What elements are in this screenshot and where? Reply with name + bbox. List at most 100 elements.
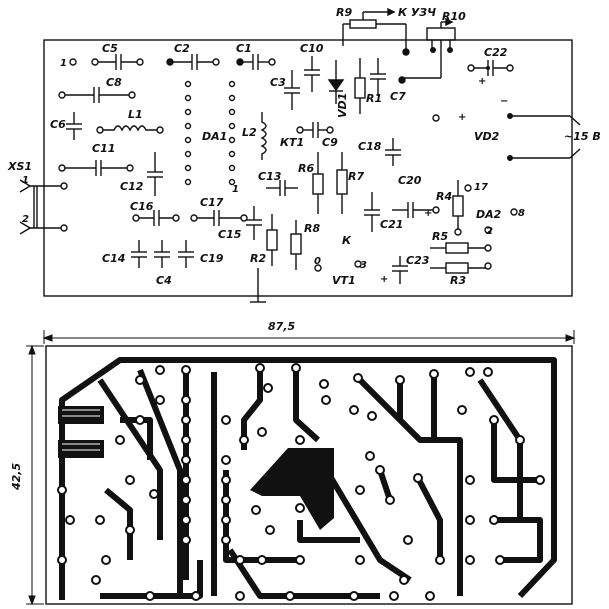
label-c4: C4	[156, 274, 172, 287]
pin-label-xs2: 2	[22, 214, 29, 225]
label-supply: ~15 В	[564, 130, 601, 143]
label-c12: C12	[120, 180, 144, 193]
pin-label-2: 2	[486, 226, 493, 237]
polarity-plus-3: +	[424, 208, 432, 219]
polarity-plus-1: +	[478, 76, 486, 87]
c10-capacitor	[304, 56, 320, 92]
pin-label-da1-1: 1	[232, 184, 239, 195]
c22-capacitor	[471, 60, 510, 76]
vd2-bridge	[510, 115, 581, 159]
label-r7: R7	[348, 170, 364, 183]
label-c19: C19	[200, 252, 224, 265]
pin-labels: 1 1 8 17 2 0 3 1 2 + + − + +	[22, 58, 525, 285]
label-l2: L2	[242, 126, 257, 139]
vd1-diode	[327, 60, 345, 104]
c3-capacitor	[284, 70, 300, 110]
label-c18: C18	[358, 140, 382, 153]
c20-capacitor	[392, 202, 436, 218]
r6-resistor	[312, 152, 324, 214]
c2-capacitor	[170, 54, 216, 70]
label-r8: R8	[304, 222, 320, 235]
board-outline-top	[43, 39, 573, 297]
label-c17: C17	[200, 196, 224, 209]
pin-label-xs1: 1	[22, 175, 29, 186]
c23-capacitor	[392, 256, 408, 284]
label-vt1: VT1	[332, 274, 356, 287]
r8-resistor	[290, 220, 302, 270]
label-r4: R4	[436, 190, 452, 203]
c21-capacitor	[364, 192, 380, 232]
r7-resistor	[336, 152, 348, 214]
l1-inductor	[100, 125, 160, 132]
dimension-width: 87,5	[268, 320, 295, 333]
l2-inductor	[260, 112, 267, 160]
c8-capacitor	[62, 87, 132, 103]
solder-pads	[57, 363, 545, 601]
copper-tracks	[59, 357, 557, 600]
c1-capacitor	[240, 54, 272, 70]
pin-label-1: 1	[60, 58, 67, 69]
c17-capacitor	[194, 210, 244, 226]
label-c13: C13	[258, 170, 282, 183]
label-r6: R6	[298, 162, 314, 175]
label-k: К	[342, 234, 352, 247]
label-c8: C8	[106, 76, 122, 89]
label-vd2: VD2	[474, 130, 500, 143]
top-labels: R9 К УЗЧ R10 C22 C5 C2 C1 C10 C8 C3 VD1 …	[7, 6, 601, 287]
r5-resistor	[430, 242, 486, 254]
c11-capacitor	[62, 160, 130, 176]
r3-resistor	[430, 262, 486, 274]
label-r1: R1	[366, 92, 382, 105]
label-c22: C22	[484, 46, 508, 59]
label-da2: DA2	[476, 208, 502, 221]
label-c2: C2	[174, 42, 190, 55]
label-xs1: XS1	[7, 160, 32, 173]
label-kt1: КТ1	[280, 136, 304, 149]
xs1-connector	[19, 179, 64, 235]
label-l1: L1	[128, 108, 143, 121]
c6-capacitor	[66, 112, 82, 140]
label-c21: C21	[380, 218, 403, 231]
copper-pours	[58, 406, 334, 530]
ground-wire	[250, 268, 266, 303]
polarity-minus: −	[500, 96, 508, 107]
pin-label-17: 17	[474, 182, 488, 193]
label-r9: R9	[336, 6, 352, 19]
track-layout	[45, 345, 573, 605]
label-r2: R2	[250, 252, 266, 265]
label-c23: C23	[406, 254, 430, 267]
c4-capacitor	[154, 240, 170, 268]
board-outline-bottom	[45, 345, 573, 605]
dimension-height: 42,5	[10, 463, 23, 491]
label-c7: C7	[390, 90, 406, 103]
pin-label-3: 3	[360, 260, 367, 271]
label-c16: C16	[130, 200, 154, 213]
c18-capacitor	[385, 138, 401, 166]
label-c5: C5	[102, 42, 118, 55]
pour-hatching	[62, 409, 100, 451]
r10-trimmer	[401, 17, 456, 79]
label-r3: R3	[450, 274, 466, 287]
c15-capacitor	[246, 206, 262, 240]
pin-label-8: 8	[518, 208, 525, 219]
polarity-plus-4: +	[380, 274, 388, 285]
label-c6: C6	[50, 118, 66, 131]
r1-resistor	[354, 58, 366, 114]
c14-capacitor	[131, 240, 147, 268]
top-pads	[58, 48, 518, 272]
c12-capacitor	[147, 152, 163, 196]
c5-capacitor	[95, 54, 140, 70]
c19-capacitor	[178, 240, 194, 268]
label-c15: C15	[218, 228, 242, 241]
label-c11: C11	[92, 142, 115, 155]
label-r10: R10	[442, 10, 466, 23]
label-k-uzch: К УЗЧ	[398, 6, 436, 19]
pin-label-0: 0	[314, 256, 321, 267]
label-c10: C10	[300, 42, 324, 55]
label-da1: DA1	[202, 130, 227, 143]
label-c1: C1	[236, 42, 252, 55]
r4-resistor	[452, 180, 464, 232]
label-c20: C20	[398, 174, 422, 187]
top-solid-pads	[167, 47, 513, 161]
